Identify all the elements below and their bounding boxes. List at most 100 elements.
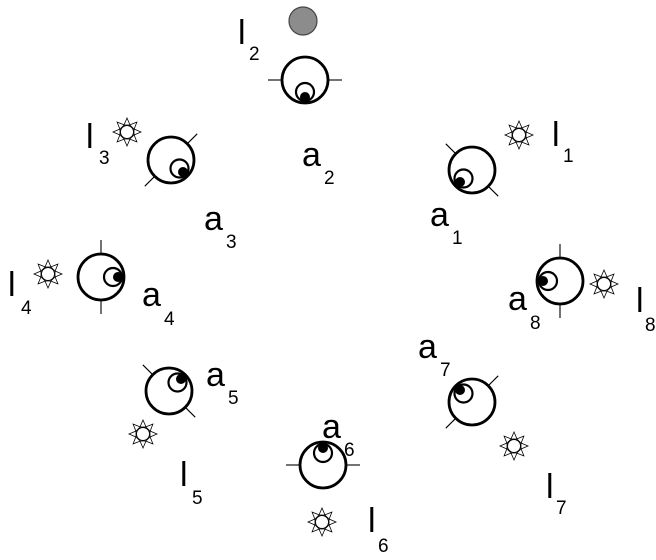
light-l6-on bbox=[306, 506, 338, 538]
sun-ray bbox=[600, 290, 608, 300]
light-label-l2: l bbox=[238, 14, 246, 52]
sun-ray bbox=[311, 511, 320, 520]
light-label-l8-sub: 8 bbox=[645, 315, 656, 336]
light-label-l4: l bbox=[8, 266, 16, 304]
sun-ray bbox=[318, 506, 326, 516]
eye-label-a7: a bbox=[418, 328, 437, 366]
eye-label-a5-sub: 5 bbox=[228, 388, 239, 409]
light-l7-on bbox=[498, 430, 530, 462]
eye-label-a6-sub: 6 bbox=[344, 440, 355, 461]
sun-ray bbox=[324, 511, 333, 520]
eyes-layer bbox=[76, 55, 585, 490]
eyeball-outline bbox=[447, 145, 497, 195]
eye-label-a4-sub: 4 bbox=[164, 309, 175, 330]
sun-ray bbox=[520, 442, 530, 450]
eye-pupil bbox=[538, 276, 548, 286]
light-l4-on bbox=[32, 258, 64, 290]
light-label-l7-sub: 7 bbox=[556, 498, 567, 519]
sun-ray bbox=[515, 119, 523, 129]
eyeball-outline bbox=[146, 135, 196, 185]
eye-label-a1-sub: 1 bbox=[452, 228, 463, 249]
lights-layer bbox=[32, 6, 620, 538]
eye-pupil bbox=[178, 167, 188, 177]
sun-ray bbox=[44, 280, 52, 290]
sun-ray bbox=[127, 430, 137, 438]
sun-ray bbox=[516, 435, 525, 444]
sun-icon bbox=[512, 128, 526, 142]
eye-label-a8: a bbox=[508, 280, 527, 318]
sun-ray bbox=[606, 273, 615, 282]
light-label-l6: l bbox=[368, 502, 376, 540]
light-l8-on bbox=[588, 268, 620, 300]
eye-axis-tick bbox=[487, 375, 499, 387]
sun-ray bbox=[600, 268, 608, 278]
eye-axis-tick bbox=[144, 175, 156, 187]
sun-ray bbox=[311, 524, 320, 533]
eye-a8 bbox=[535, 244, 585, 318]
eye-a3 bbox=[144, 133, 198, 187]
light-label-l3: l bbox=[86, 118, 94, 156]
sun-ray bbox=[129, 134, 138, 143]
light-bulb-off-icon bbox=[288, 6, 318, 36]
sun-ray bbox=[510, 452, 518, 462]
sun-ray bbox=[498, 442, 508, 450]
light-label-l5-sub: 5 bbox=[192, 488, 203, 509]
sun-ray bbox=[521, 124, 530, 133]
eye-label-a3: a bbox=[204, 200, 223, 238]
sun-ray bbox=[306, 518, 316, 526]
labels-layer: a 1 a 2 a 3 a 4 a 5 a 6 a 7 a 8 l 1 l 2 … bbox=[8, 14, 656, 557]
sun-ray bbox=[132, 436, 141, 445]
eyeball-outline bbox=[535, 256, 585, 306]
eye-label-a1: a bbox=[430, 196, 449, 234]
sun-ray bbox=[503, 131, 513, 139]
sun-ray bbox=[129, 121, 138, 130]
light-l2-off bbox=[288, 6, 318, 36]
eye-label-a7-sub: 7 bbox=[440, 360, 451, 381]
sun-icon bbox=[120, 125, 134, 139]
light-label-l1: l bbox=[552, 116, 560, 154]
sun-ray bbox=[50, 276, 59, 285]
eyeball-outline bbox=[298, 440, 348, 490]
sun-ray bbox=[503, 435, 512, 444]
light-label-l3-sub: 3 bbox=[99, 148, 110, 169]
sun-ray bbox=[145, 436, 154, 445]
sun-icon bbox=[507, 439, 521, 453]
eyeball-outline bbox=[76, 252, 126, 302]
sun-ray bbox=[508, 124, 517, 133]
sun-ray bbox=[123, 116, 131, 126]
eye-label-a4: a bbox=[142, 276, 161, 314]
sun-icon bbox=[41, 267, 55, 281]
sun-ray bbox=[318, 528, 326, 538]
sun-ray bbox=[32, 270, 42, 278]
light-label-l5: l bbox=[180, 456, 188, 494]
sun-ray bbox=[111, 128, 121, 136]
sun-ray bbox=[145, 423, 154, 432]
eye-pupil bbox=[176, 374, 186, 384]
sun-ray bbox=[328, 518, 338, 526]
sun-ray bbox=[139, 440, 147, 450]
sun-ray bbox=[123, 138, 131, 148]
eye-pupil bbox=[455, 385, 465, 395]
sun-ray bbox=[525, 131, 535, 139]
sun-icon bbox=[597, 277, 611, 291]
eye-a4 bbox=[76, 240, 126, 314]
sun-ray bbox=[54, 270, 64, 278]
eye-axis-tick bbox=[142, 364, 154, 376]
sun-ray bbox=[593, 273, 602, 282]
eye-a2 bbox=[268, 55, 342, 105]
sun-ray bbox=[324, 524, 333, 533]
sun-ray bbox=[515, 141, 523, 151]
sun-ray bbox=[149, 430, 159, 438]
eye-axis-tick bbox=[445, 143, 457, 155]
sun-ray bbox=[44, 258, 52, 268]
light-label-l8: l bbox=[636, 282, 644, 320]
eye-axis-tick bbox=[184, 406, 196, 418]
light-label-l1-sub: 1 bbox=[563, 146, 574, 167]
eye-pupil bbox=[300, 92, 310, 102]
sun-ray bbox=[133, 128, 143, 136]
light-label-l2-sub: 2 bbox=[249, 44, 260, 65]
sun-ray bbox=[510, 430, 518, 440]
eye-label-a2-sub: 2 bbox=[324, 168, 335, 189]
eye-axis-tick bbox=[487, 185, 499, 197]
eye-label-a8-sub: 8 bbox=[530, 313, 541, 334]
